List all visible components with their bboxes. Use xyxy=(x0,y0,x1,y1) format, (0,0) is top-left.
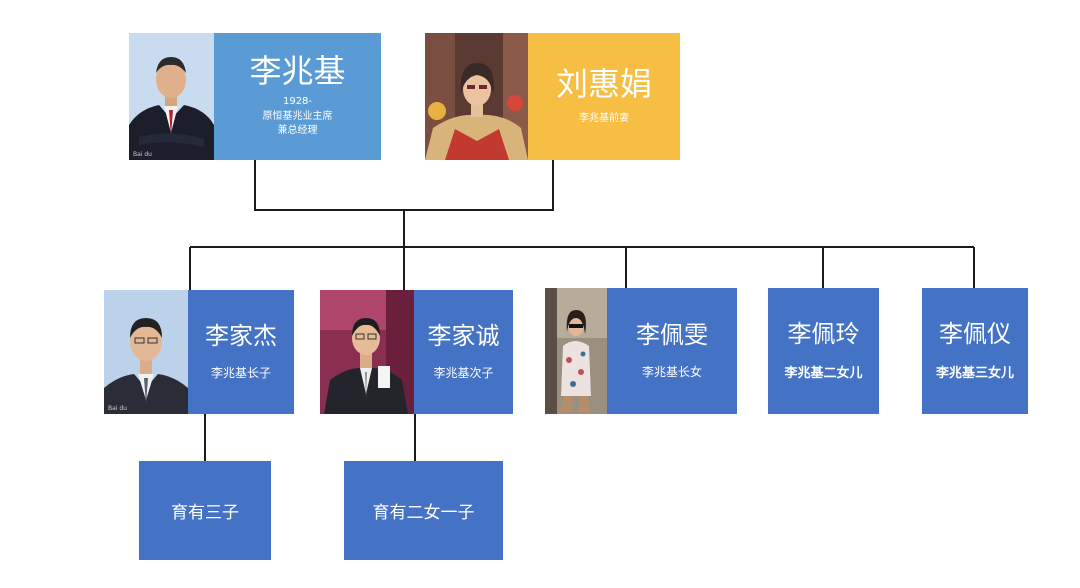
child-card-4: 李佩玲 李兆基二女儿 xyxy=(768,288,879,414)
child1-photo: Bai du xyxy=(104,290,188,414)
child4-text: 李佩玲 李兆基二女儿 xyxy=(768,288,879,414)
grandchildren-box-2: 育有二女一子 xyxy=(344,461,503,560)
child2-relation: 李兆基次子 xyxy=(433,365,494,380)
child4-relation: 李兆基二女儿 xyxy=(784,365,863,381)
mother-relation: 李兆基前妻 xyxy=(579,112,629,124)
father-title-line2: 兼总经理 xyxy=(277,125,318,137)
child1-text: 李家杰 李兆基长子 xyxy=(188,290,294,414)
father-title-line1: 原恒基兆业主席 xyxy=(262,110,333,122)
child1-relation: 李兆基长子 xyxy=(210,365,271,380)
child4-name: 李佩玲 xyxy=(787,320,860,349)
child3-photo xyxy=(545,288,607,414)
father-born: 1928- xyxy=(282,96,313,108)
grandchildren-box-1: 育有三子 xyxy=(139,461,271,560)
mother-card: 刘惠娟 李兆基前妻 xyxy=(425,33,680,160)
child-card-5: 李佩仪 李兆基三女儿 xyxy=(922,288,1028,414)
child5-name: 李佩仪 xyxy=(939,320,1011,349)
child5-relation: 李兆基三女儿 xyxy=(935,365,1014,381)
child2-photo xyxy=(320,290,414,414)
photo-watermark: Bai du xyxy=(133,151,152,158)
child2-name: 李家诚 xyxy=(427,322,500,351)
child2-text: 李家诚 李兆基次子 xyxy=(414,290,513,414)
father-photo: Bai du xyxy=(129,33,214,160)
mother-text: 刘惠娟 李兆基前妻 xyxy=(528,33,680,160)
father-card: Bai du 李兆基 1928- 原恒基兆业主席 兼总经理 xyxy=(129,33,381,160)
child3-name: 李佩雯 xyxy=(636,321,708,350)
mother-name: 刘惠娟 xyxy=(555,64,652,103)
mother-photo xyxy=(425,33,528,160)
child-card-1: Bai du 李家杰 李兆基长子 xyxy=(104,290,294,414)
father-details: 1928- 原恒基兆业主席 兼总经理 xyxy=(263,95,333,139)
child3-relation: 李兆基长女 xyxy=(641,364,702,379)
child5-text: 李佩仪 李兆基三女儿 xyxy=(922,288,1028,414)
child-card-3: 李佩雯 李兆基长女 xyxy=(545,288,737,414)
child3-text: 李佩雯 李兆基长女 xyxy=(607,288,737,414)
father-name: 李兆基 xyxy=(249,52,346,91)
child-card-2: 李家诚 李兆基次子 xyxy=(320,290,513,414)
child1-name: 李家杰 xyxy=(205,322,277,351)
father-text: 李兆基 1928- 原恒基兆业主席 兼总经理 xyxy=(214,33,381,160)
photo-watermark: Bai du xyxy=(108,405,127,412)
